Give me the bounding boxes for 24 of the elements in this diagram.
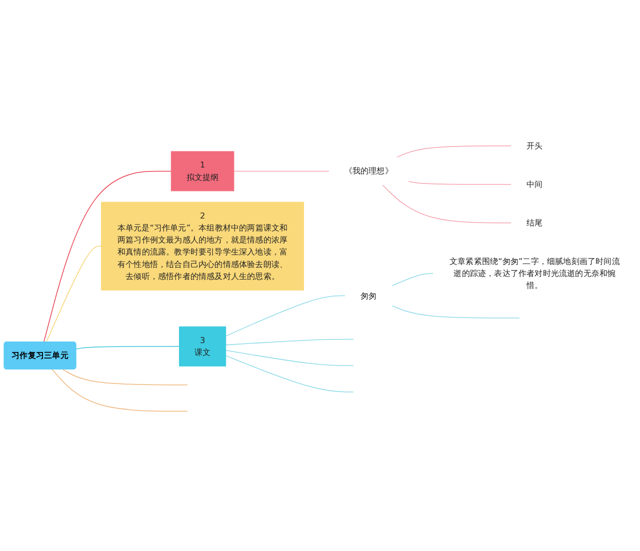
node-text: 文章紧紧围绕“匆匆”二字，细腻地刻画了时间流逝的踪迹，表达了作者对时光流逝的无奈和惋惜。 (449, 256, 620, 290)
connector (382, 184, 512, 224)
connector (225, 355, 354, 392)
node-box: 3 课文 (178, 326, 226, 366)
node-text: 中间 (526, 179, 543, 189)
connector (52, 369, 188, 412)
connector (225, 338, 354, 346)
connector (392, 273, 434, 286)
connector (76, 346, 180, 350)
connector (392, 305, 520, 318)
connector (62, 369, 188, 386)
node-box: 1 拟文提纲 (170, 151, 234, 192)
node-box: 2 本单元是“习作单元”。本组教材中的两篇课文和两篇习作例文最为感人的地方，就是情感的浓厚和真情的流露。教学时要引导学生深入地读，富有个性地悟，结合自己内心的情感体验去朗读、去倾听，感悟作者的情感及对人生的思索。 (101, 202, 304, 290)
connector (396, 146, 512, 158)
connector (43, 170, 172, 342)
connector (225, 350, 354, 366)
node-text: 开头 (526, 140, 543, 150)
node-text: 《我的理想》 (344, 166, 393, 176)
node-text: 结尾 (526, 218, 543, 228)
node-text: 匆匆 (360, 290, 377, 300)
connector (234, 170, 330, 172)
connector (46, 246, 102, 342)
connector (408, 180, 512, 185)
connector (225, 295, 346, 336)
